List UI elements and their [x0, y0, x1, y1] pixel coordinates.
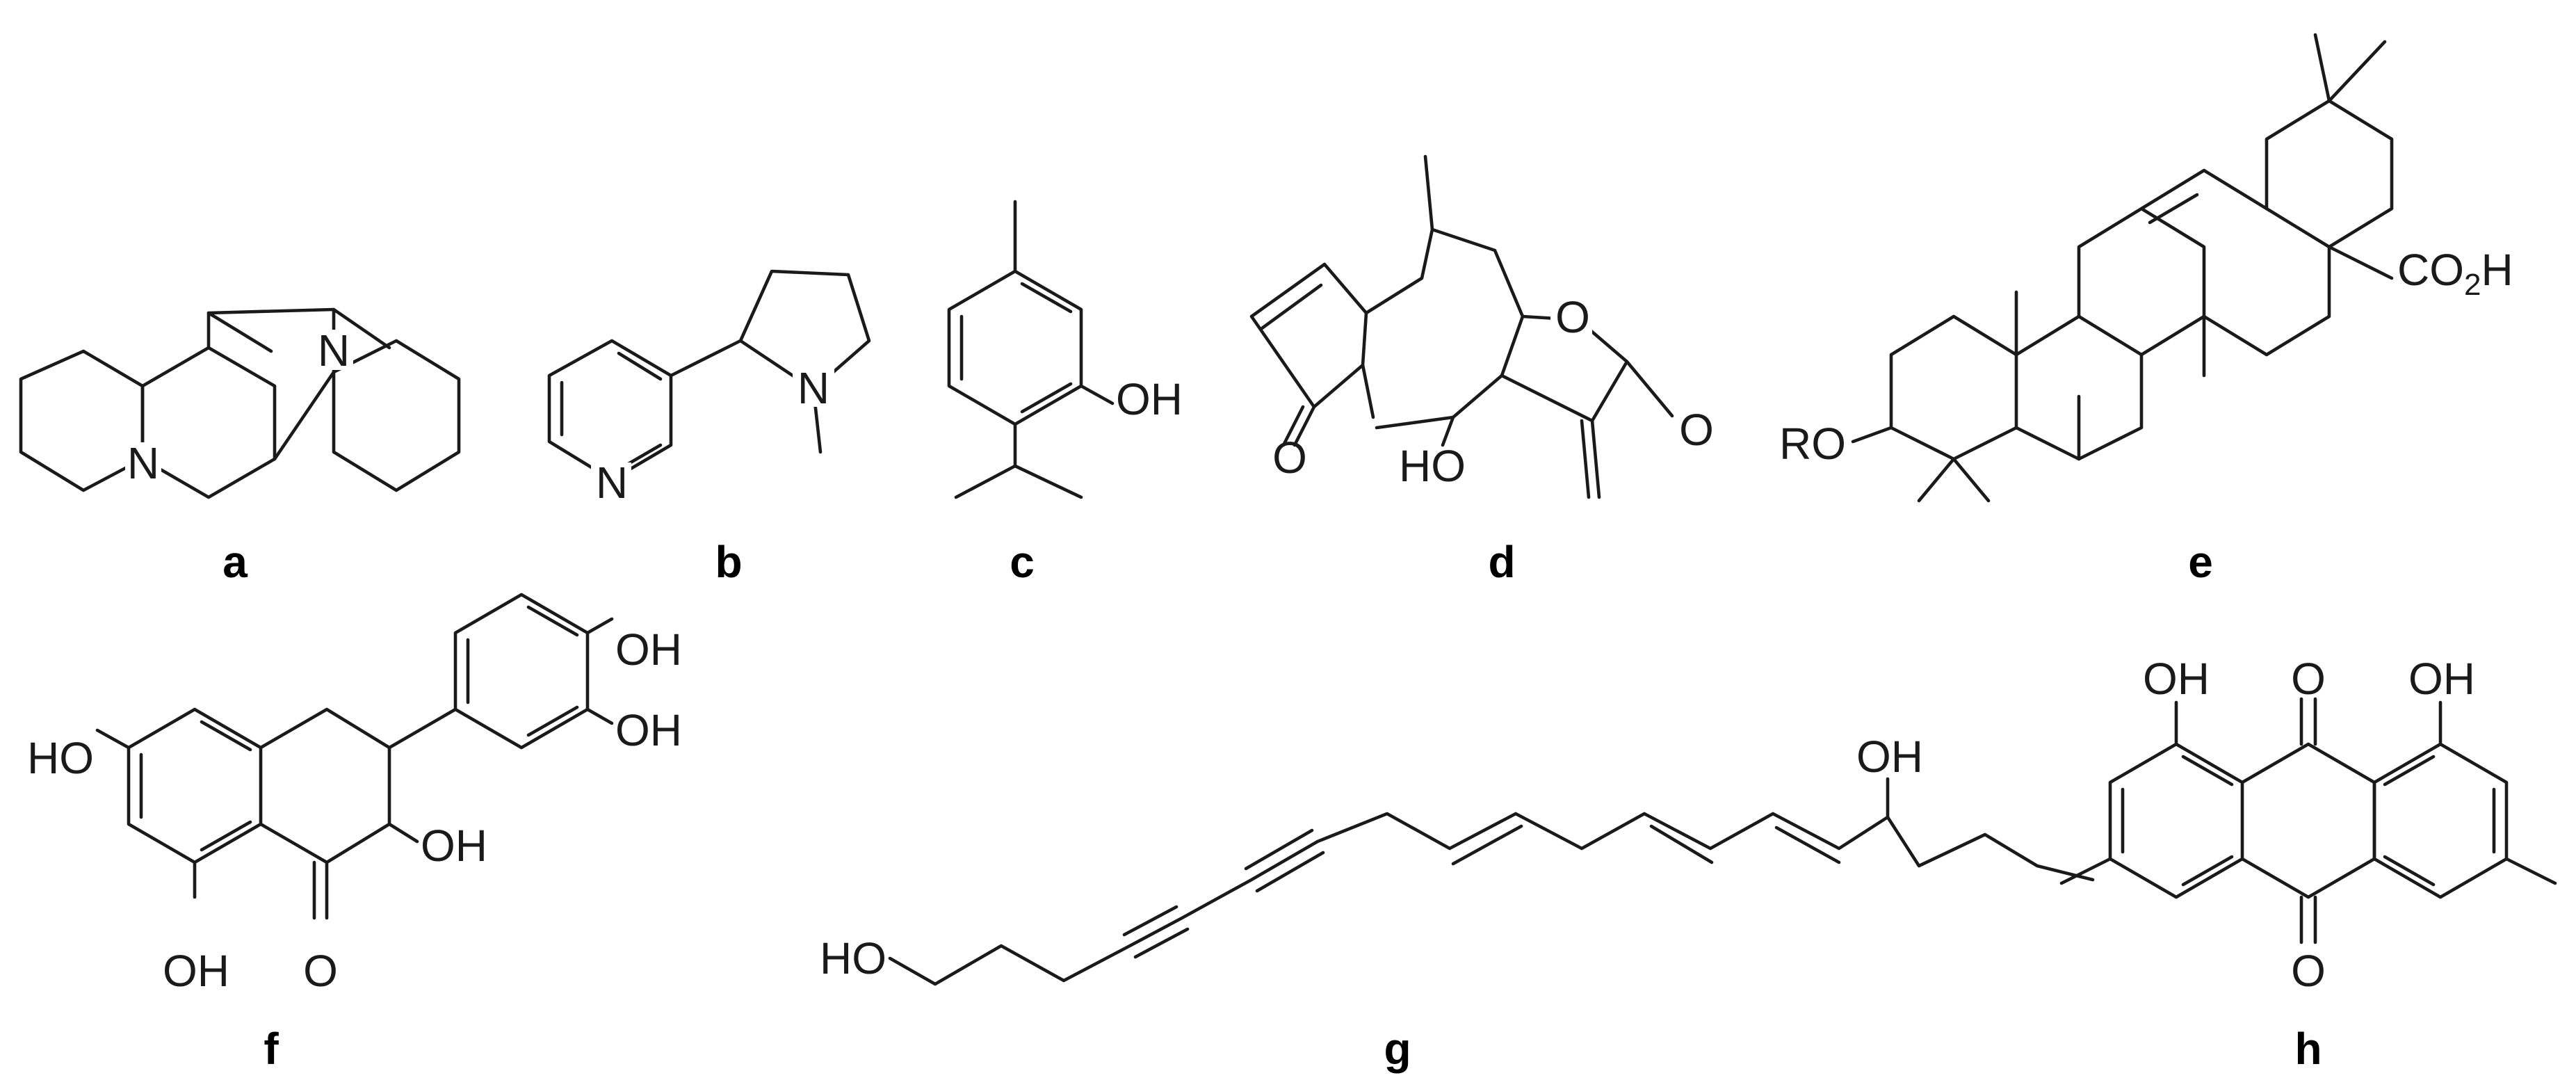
atom-label: N: [127, 438, 159, 488]
atom-label: OH: [1116, 374, 1183, 424]
compound-label: e: [2188, 537, 2213, 587]
atom-label: OH: [2408, 654, 2475, 704]
compound-label: f: [264, 1024, 279, 1074]
atom-label: HO: [27, 733, 94, 783]
compound-label: a: [222, 537, 248, 587]
atom-label: CO2H: [2397, 245, 2513, 302]
atom-label: HO: [820, 933, 886, 983]
atom-label: O: [2291, 654, 2326, 704]
atom-label: OH: [615, 705, 682, 755]
compound-label: b: [715, 537, 742, 587]
compound-d: O O O HO d: [1249, 154, 1714, 587]
atom-label: O: [1272, 433, 1307, 483]
compound-e: RO CO2H e: [1779, 33, 2513, 587]
compound-label: c: [1010, 537, 1035, 587]
atom-label: O: [2291, 946, 2326, 996]
atom-label: N: [596, 458, 628, 508]
atom-label: O: [303, 946, 338, 996]
compound-c: OH c: [947, 200, 1183, 587]
atom-label: OH: [421, 821, 487, 871]
atom-label: O: [1679, 405, 1714, 455]
atom-label: O: [1555, 292, 1590, 342]
compound-b: N N b: [547, 269, 871, 587]
atom-label: HO: [1399, 441, 1466, 491]
atom-label: N: [797, 363, 829, 413]
atom-label: OH: [163, 946, 229, 996]
compound-label: g: [1384, 1024, 1411, 1074]
compound-label: h: [2294, 1024, 2322, 1074]
atom-label: OH: [2143, 654, 2210, 704]
compound-g: HO OH g: [820, 732, 2095, 1074]
compound-f: OH OH HO OH O OH f: [27, 593, 682, 1074]
compound-label: d: [1488, 537, 1515, 587]
atom-label: RO: [1779, 419, 1846, 469]
compound-h: OH O OH O h: [2059, 654, 2557, 1074]
atom-label: N: [318, 325, 350, 376]
compound-a: N N a: [19, 307, 461, 587]
atom-label: OH: [615, 625, 682, 675]
atom-label: OH: [1856, 732, 1923, 782]
